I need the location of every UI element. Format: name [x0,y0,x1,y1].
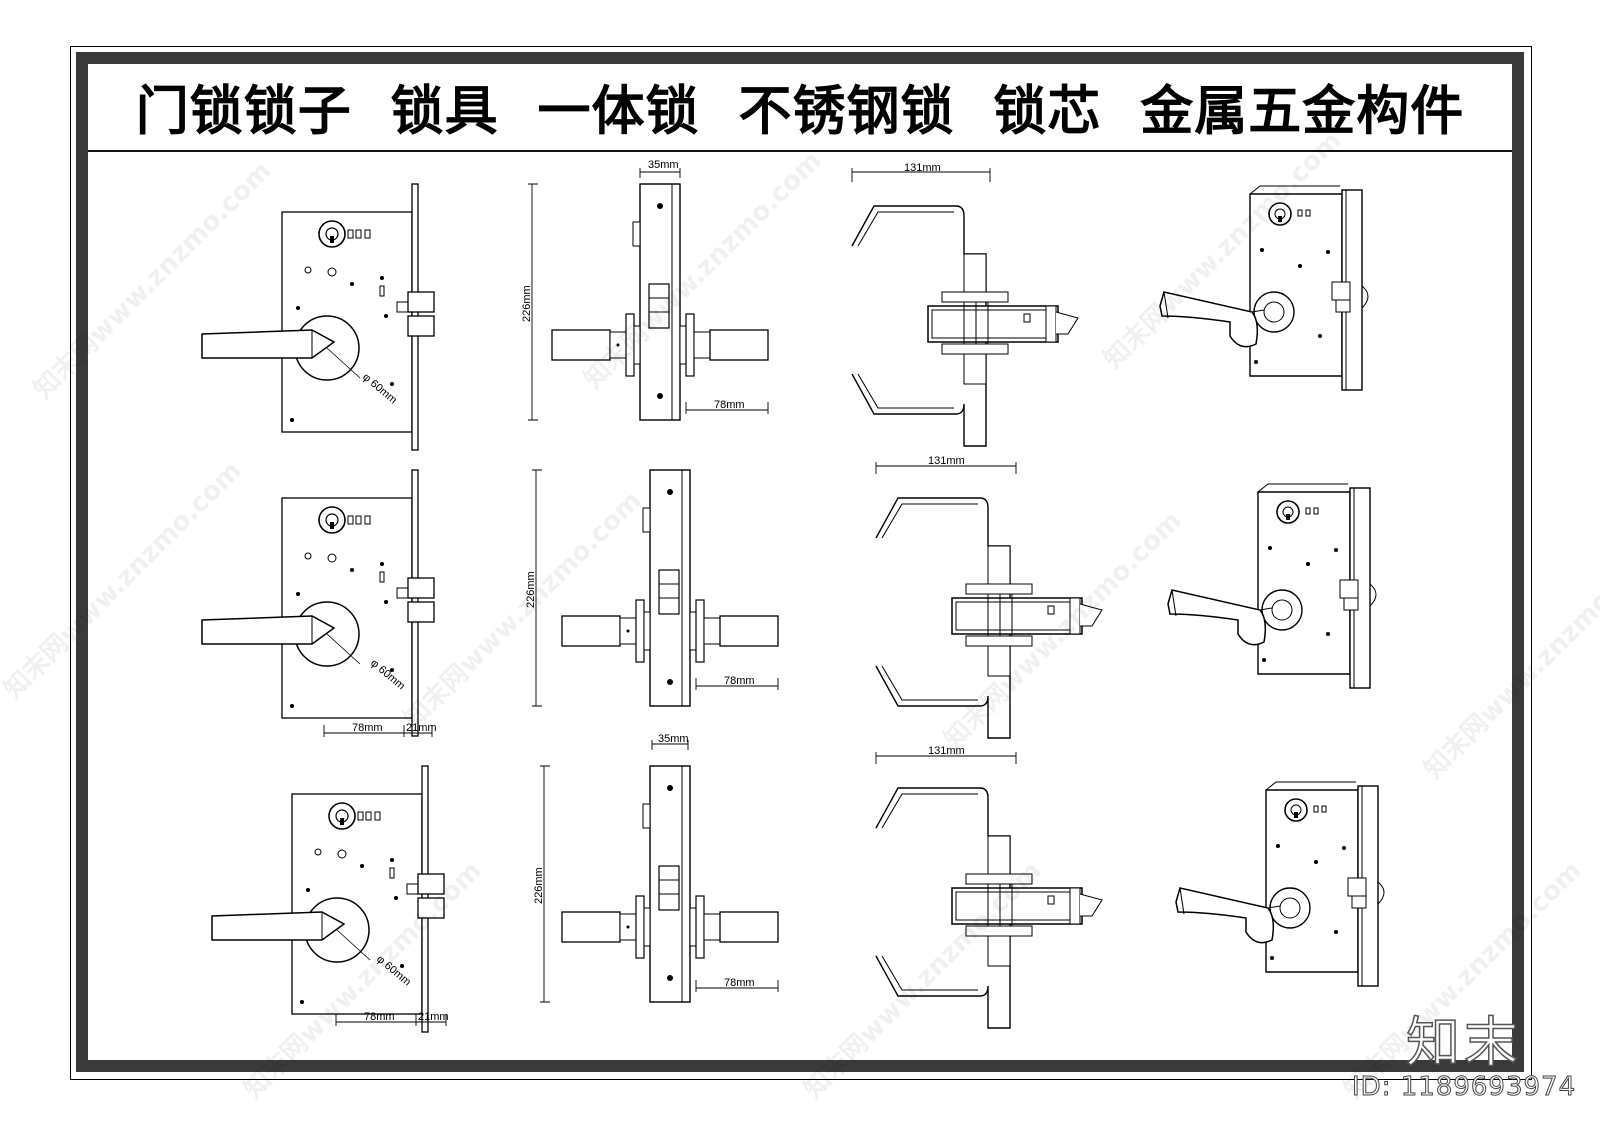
dimension-lines-row-1 [528,168,991,421]
dim-plate-21-row3: 21mm [418,1011,449,1023]
dim-width-131-row2: 131mm [928,455,965,467]
dim-depth-78-row2: 78mm [724,675,755,687]
mortise-front-view-1 [201,183,435,451]
lever-top-view-2 [875,497,1103,739]
lever-isometric-view-2 [1167,483,1377,689]
brand-logo-text: 知末 [1405,1010,1522,1075]
lever-isometric-view-3 [1175,781,1385,987]
dim-width-131-row3: 131mm [928,745,965,757]
dim-depth-78-front-row2: 78mm [352,722,383,734]
mortise-front-view-3 [211,765,445,1033]
lever-top-view-3 [875,787,1103,1029]
dimension-lines-row-2 [323,462,1017,737]
lever-top-view-1 [851,205,1079,447]
mortise-side-view-3 [561,765,779,1003]
title-bar: 门锁锁子 锁具 一体锁 不锈钢锁 锁芯 金属五金构件 [88,64,1512,152]
dim-depth-78-front-row3: 78mm [364,1011,395,1023]
mortise-side-view-1 [551,183,769,421]
dim-height-226-row1: 226mm [521,285,533,322]
dim-plate-21-row2: 21mm [406,722,437,734]
image-id-label: ID: 1189693974 [1351,1072,1577,1103]
mortise-side-view-2 [561,469,779,707]
drawing-title: 门锁锁子 锁具 一体锁 不锈钢锁 锁芯 金属五金构件 [135,81,1465,142]
dim-height-226-row3: 226mm [533,867,545,904]
dim-depth-78-row3: 78mm [724,977,755,989]
dim-height-226-row2: 226mm [525,571,537,608]
dim-width-35-row1: 35mm [648,159,679,171]
dim-depth-78-row1: 78mm [714,399,745,411]
dimension-lines-row-3 [335,740,1017,1026]
dim-width-35-row3: 35mm [658,733,689,745]
dim-width-131-row1: 131mm [904,162,941,174]
lever-isometric-view-1 [1159,185,1369,391]
mortise-front-view-2 [201,469,435,737]
